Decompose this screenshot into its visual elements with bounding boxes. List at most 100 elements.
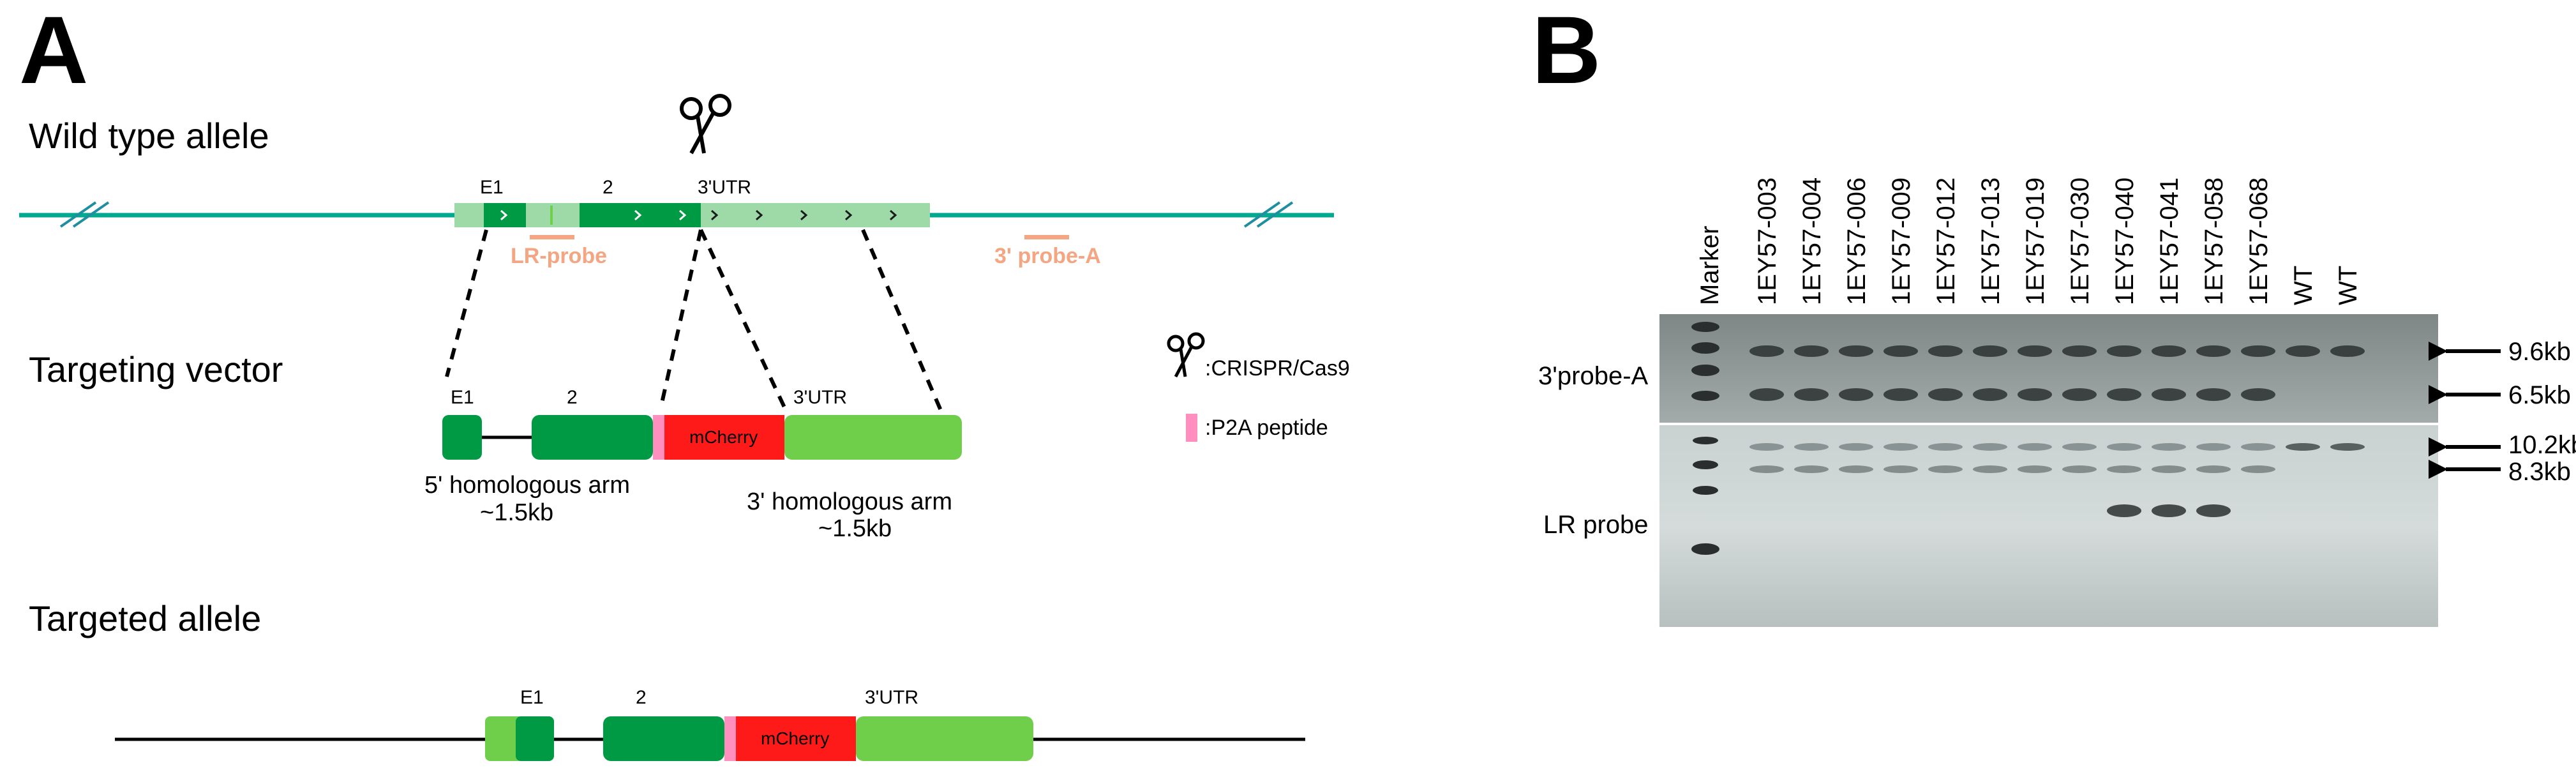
blot-band bbox=[1749, 443, 1784, 451]
legend-scissors-icon bbox=[1167, 332, 1205, 378]
arm5-size: ~1.5kb bbox=[480, 499, 553, 526]
size-9-6kb: 9.6kb bbox=[2508, 338, 2571, 366]
blot-band bbox=[1928, 465, 1963, 473]
lane-label: 1EY57-019 bbox=[2021, 177, 2049, 305]
blot-band bbox=[2018, 443, 2052, 451]
lane-label: 1EY57-004 bbox=[1798, 177, 1826, 305]
blot-band bbox=[2241, 388, 2275, 401]
size-10-2kb: 10.2kb bbox=[2508, 431, 2576, 459]
tv-p2a bbox=[653, 415, 664, 460]
blot-band bbox=[1973, 465, 2007, 473]
legend-p2a-swatch bbox=[1186, 414, 1197, 442]
blot-band bbox=[2018, 345, 2052, 357]
tv-exon2-label: 2 bbox=[567, 387, 578, 408]
lane-label-group: 1EY57-003 1EY57-004 1EY57-006 1EY57-009 1EY5… bbox=[1753, 177, 2362, 305]
blot-band bbox=[1973, 443, 2007, 451]
tv-mcherry-label: mCherry bbox=[689, 427, 758, 447]
ta-mcherry-label: mCherry bbox=[761, 728, 829, 748]
blot-band bbox=[2107, 504, 2141, 517]
blot-band bbox=[2241, 465, 2275, 473]
tv-exon1 bbox=[442, 415, 482, 460]
size-8-3kb: 8.3kb bbox=[2508, 458, 2571, 486]
blot-band bbox=[1883, 465, 1918, 473]
blot-band bbox=[2018, 465, 2052, 473]
blot-bottom-membrane bbox=[1659, 425, 2438, 627]
legend: :CRISPR/Cas9 :P2A peptide bbox=[1167, 332, 1350, 442]
probe-3-label: 3' probe-A bbox=[994, 244, 1101, 268]
legend-crispr-label: :CRISPR/Cas9 bbox=[1205, 356, 1350, 381]
lane-label: 1EY57-012 bbox=[1932, 177, 1960, 305]
blot-band bbox=[2152, 345, 2186, 357]
blot-band bbox=[1928, 443, 1963, 451]
lane-label: 1EY57-040 bbox=[2111, 177, 2139, 305]
panel-b-label: B bbox=[1532, 0, 1601, 103]
lane-label: 1EY57-058 bbox=[2200, 177, 2228, 305]
blot-band bbox=[2241, 443, 2275, 451]
lane-label: 1EY57-006 bbox=[1843, 177, 1871, 305]
blot-band bbox=[1749, 388, 1784, 401]
blot-band bbox=[2286, 345, 2320, 357]
arm5-label: 5' homologous arm bbox=[424, 472, 630, 499]
probe-3-bar bbox=[1024, 235, 1069, 239]
ta-exon1 bbox=[516, 716, 554, 761]
blot-band bbox=[1749, 345, 1784, 357]
blot-band bbox=[2196, 443, 2231, 451]
blot-band bbox=[2107, 443, 2141, 451]
wild-type-title: Wild type allele bbox=[29, 116, 269, 156]
blot-band bbox=[2196, 388, 2231, 401]
blot-band bbox=[1928, 345, 1963, 357]
blot-band bbox=[1839, 345, 1873, 357]
blot-band bbox=[1973, 388, 2007, 401]
blot-band bbox=[2018, 388, 2052, 401]
targeted-allele-title: Targeted allele bbox=[29, 598, 261, 638]
lane-label: 1EY57-009 bbox=[1887, 177, 1915, 305]
blot-band bbox=[2107, 345, 2141, 357]
ta-utr-label: 3'UTR bbox=[865, 687, 918, 708]
lr-probe-bar bbox=[530, 235, 574, 239]
panel-a-label: A bbox=[19, 0, 88, 103]
legend-p2a-label: :P2A peptide bbox=[1205, 416, 1328, 440]
break-mark-left bbox=[59, 201, 110, 228]
band-group bbox=[1749, 345, 2365, 517]
lane-label-marker: Marker bbox=[1696, 226, 1724, 305]
blot-band bbox=[2107, 465, 2141, 473]
blot-band bbox=[2286, 443, 2320, 451]
lr-probe-label: LR-probe bbox=[511, 244, 607, 268]
blot-band bbox=[1794, 443, 1829, 451]
lane-label: 1EY57-013 bbox=[1977, 177, 2005, 305]
wt-utr-label: 3'UTR bbox=[698, 177, 751, 198]
blot-band bbox=[2196, 465, 2231, 473]
lane-label: 1EY57-003 bbox=[1753, 177, 1781, 305]
arm3-size: ~1.5kb bbox=[818, 515, 892, 542]
wt-exon2-label: 2 bbox=[603, 177, 613, 198]
blot-band bbox=[2062, 465, 2097, 473]
blot-band bbox=[1973, 345, 2007, 357]
ta-exon2 bbox=[603, 716, 724, 761]
blot-top-membrane bbox=[1659, 314, 2438, 423]
blot-band bbox=[2152, 504, 2186, 517]
blot-band bbox=[2062, 345, 2097, 357]
tv-exon2 bbox=[532, 415, 653, 460]
direction-chevrons bbox=[500, 209, 687, 221]
lane-label: 1EY57-068 bbox=[2245, 177, 2273, 305]
probe-3-side-label: 3'probe-A bbox=[1538, 362, 1649, 390]
blot-band bbox=[1883, 443, 1918, 451]
scissors-icon bbox=[680, 94, 731, 155]
tv-utr-label: 3'UTR bbox=[793, 387, 847, 408]
southern-blot bbox=[1659, 314, 2438, 627]
tv-exon1-label: E1 bbox=[451, 387, 474, 408]
blot-band bbox=[1928, 388, 1963, 401]
targeted-allele: E1 2 mCherry 3'UTR bbox=[115, 687, 1305, 761]
ta-utr bbox=[856, 716, 1033, 761]
blot-band bbox=[2152, 465, 2186, 473]
probe-lr-side-label: LR probe bbox=[1543, 511, 1649, 539]
blot-band bbox=[2107, 388, 2141, 401]
blot-band bbox=[2330, 443, 2365, 451]
blot-band bbox=[2196, 504, 2231, 517]
break-mark-right bbox=[1243, 201, 1294, 228]
lane-label: 1EY57-041 bbox=[2155, 177, 2183, 305]
blot-band bbox=[2196, 345, 2231, 357]
lane-label: 1EY57-030 bbox=[2066, 177, 2094, 305]
